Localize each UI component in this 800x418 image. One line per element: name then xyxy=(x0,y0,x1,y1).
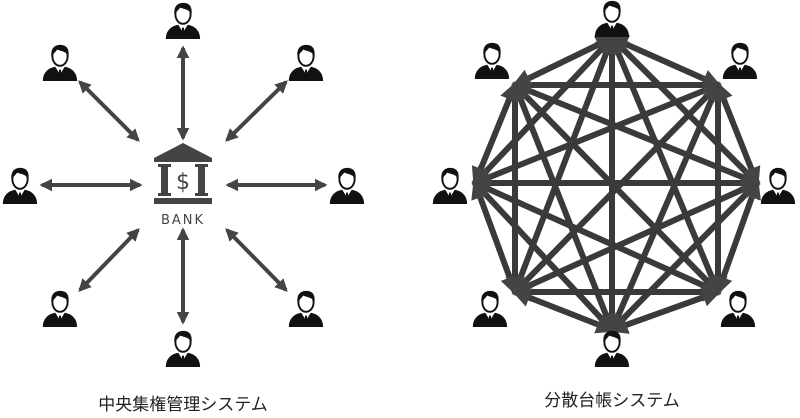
bank-label: BANK xyxy=(161,213,205,228)
arrow-1 xyxy=(225,80,288,142)
node-person-icon-5 xyxy=(471,289,509,327)
central-caption: 中央集権管理システム xyxy=(98,395,268,415)
central-system xyxy=(1,1,366,367)
central-person-icon-1 xyxy=(287,43,325,81)
link-6-7 xyxy=(471,81,519,187)
central-person-icon-0 xyxy=(164,1,202,39)
arrow-3 xyxy=(225,228,288,292)
distributed-caption: 分散台帳システム xyxy=(544,391,680,411)
node-person-icon-6 xyxy=(431,166,469,204)
node-person-icon-3 xyxy=(719,289,757,327)
central-person-icon-2 xyxy=(328,166,366,204)
node-person-icon-7 xyxy=(473,41,511,79)
bank-icon: $ BANK xyxy=(154,143,212,228)
bank-symbol: $ xyxy=(176,170,190,195)
central-person-icon-4 xyxy=(164,329,202,367)
central-person-icon-7 xyxy=(41,43,79,81)
central-person-icon-3 xyxy=(287,289,325,327)
arrow-7 xyxy=(78,80,140,142)
node-person-icon-1 xyxy=(721,41,759,79)
central-person-icon-6 xyxy=(1,166,39,204)
distributed-system xyxy=(431,0,797,367)
arrow-5 xyxy=(78,228,140,292)
link-4-7 xyxy=(511,81,616,334)
central-person-icon-5 xyxy=(41,289,79,327)
node-person-icon-0 xyxy=(593,0,631,37)
node-person-icon-4 xyxy=(593,329,631,367)
node-person-icon-2 xyxy=(759,166,797,204)
